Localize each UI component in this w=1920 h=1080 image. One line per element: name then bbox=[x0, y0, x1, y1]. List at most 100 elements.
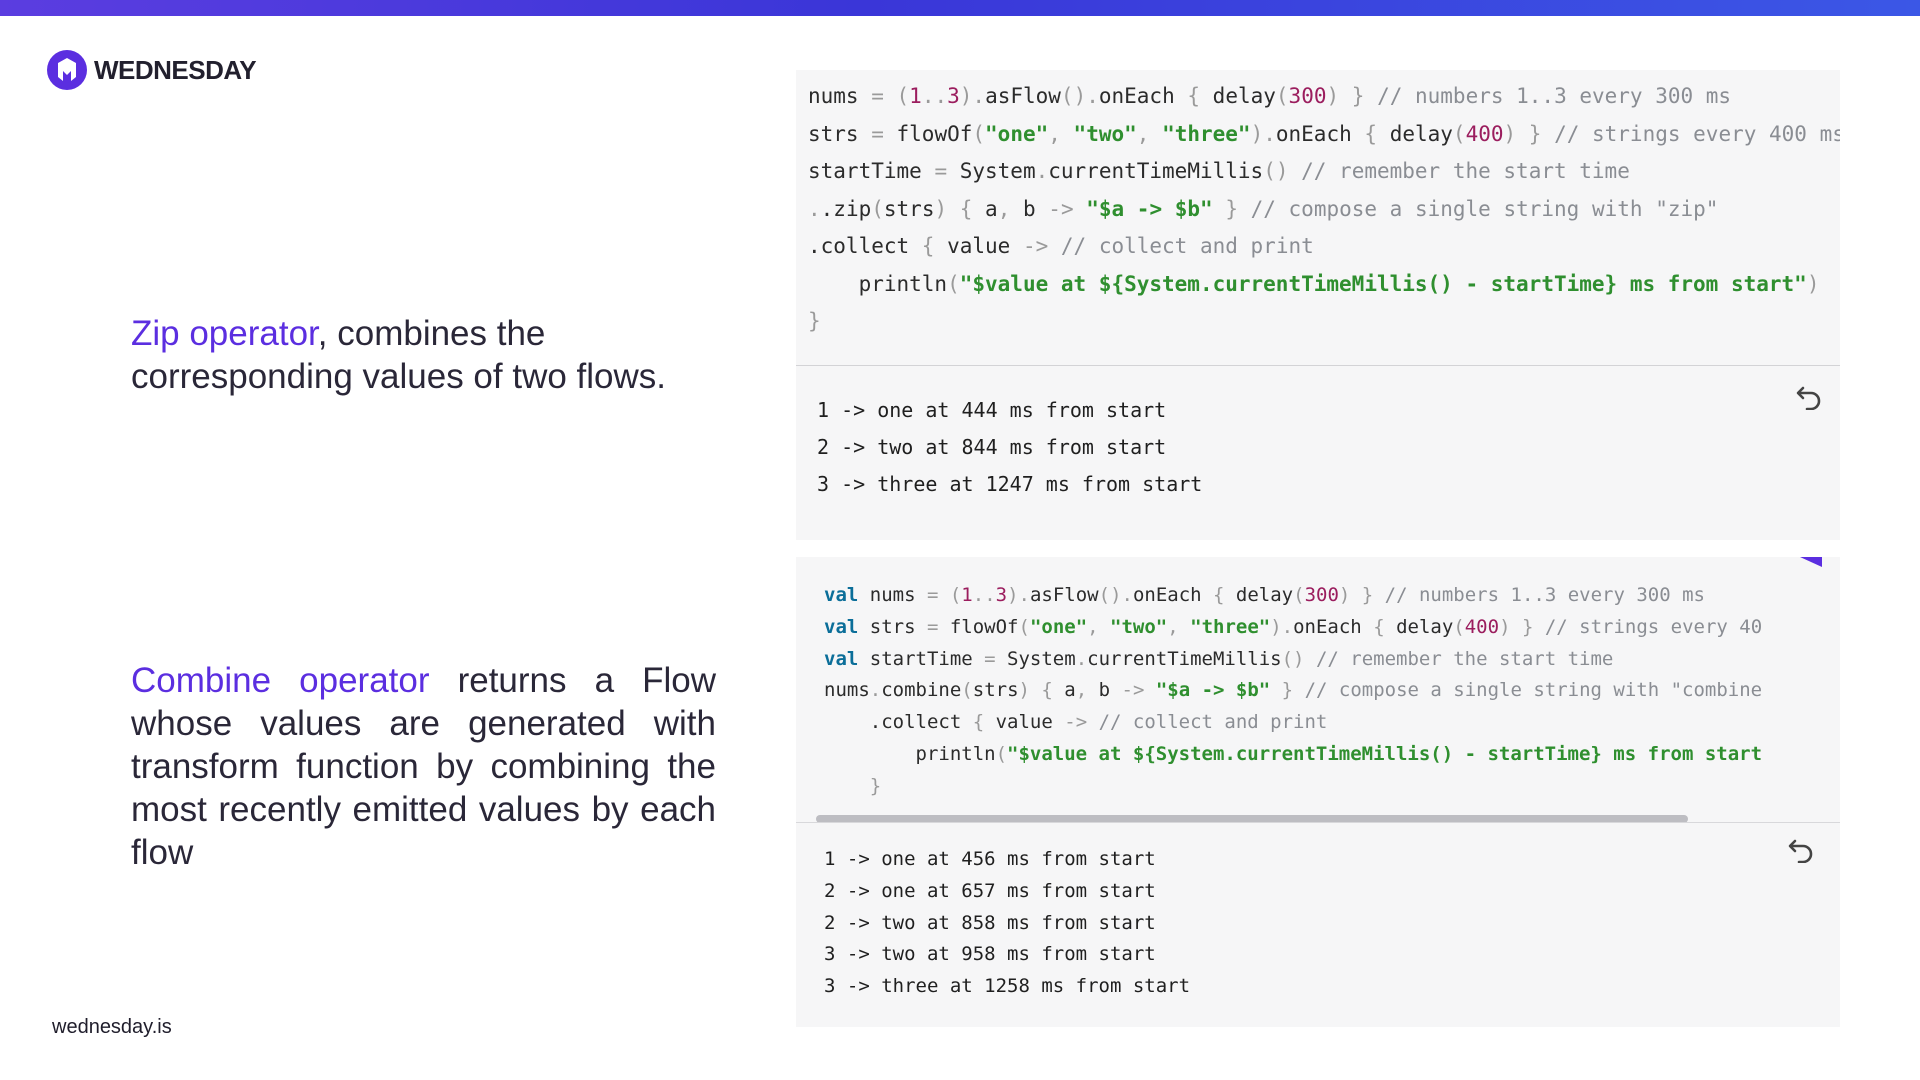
code-line: nums.combine(strs) { a, b -> "$a -> $b" … bbox=[824, 675, 1762, 707]
code-token: ( bbox=[972, 121, 986, 146]
code-token: "$a -> $b" bbox=[1155, 679, 1271, 702]
code-token: System bbox=[959, 159, 1036, 183]
code-token: . bbox=[1035, 159, 1049, 183]
code-token: = bbox=[915, 615, 950, 638]
code-token: ). bbox=[1250, 121, 1276, 146]
corner-flag-icon bbox=[1800, 557, 1822, 567]
code-token: a bbox=[1064, 679, 1076, 702]
code-token: // numbers 1..3 every 300 ms bbox=[1377, 84, 1732, 108]
code-token: ) } bbox=[1326, 84, 1378, 108]
code-line: ..zip(strs) { a, b -> "$a -> $b" } // co… bbox=[808, 191, 1840, 229]
code-token: -> bbox=[1052, 711, 1099, 734]
code-line: println("$value at ${System.currentTimeM… bbox=[824, 739, 1763, 771]
code-token: { bbox=[1373, 615, 1397, 638]
output-line: 2 -> two at 858 ms from start bbox=[824, 911, 1156, 934]
code-token: { bbox=[921, 234, 948, 258]
code-token: , bbox=[997, 196, 1023, 221]
code-token: "$value at ${System.currentTimeMillis() … bbox=[959, 271, 1807, 296]
code-token: = bbox=[972, 647, 1008, 670]
code-token: "$value at ${System.currentTimeMillis() … bbox=[1007, 742, 1763, 765]
code-token: "one" bbox=[1029, 615, 1088, 638]
code-token: "three" bbox=[1190, 615, 1271, 638]
code-token: { bbox=[1364, 121, 1390, 146]
code-token: onEach bbox=[1098, 84, 1188, 108]
code-token: ). bbox=[959, 84, 986, 108]
code-token: 400 bbox=[1464, 615, 1500, 638]
code-token: asFlow bbox=[1029, 584, 1099, 606]
zip-operator-highlight: Zip operator bbox=[131, 314, 318, 353]
code-token: // collect and print bbox=[1098, 711, 1328, 734]
code-token: flowOf bbox=[949, 615, 1019, 638]
code-token: asFlow bbox=[985, 84, 1061, 108]
code-token: println bbox=[824, 742, 996, 765]
code-token: -> bbox=[1035, 196, 1087, 221]
code-token: { bbox=[972, 711, 996, 734]
code-token: val bbox=[824, 615, 859, 638]
code-token: .. bbox=[972, 584, 996, 606]
combine-code-block[interactable]: val nums = (1..3).asFlow().onEach { dela… bbox=[824, 580, 1762, 803]
code-token: ) } bbox=[1503, 121, 1555, 146]
code-token: { bbox=[1213, 584, 1236, 606]
code-token: , bbox=[1087, 615, 1111, 638]
code-token: 1 bbox=[909, 84, 922, 108]
code-token: strs bbox=[858, 615, 916, 638]
code-token: onEach bbox=[1132, 584, 1214, 606]
code-token: (). bbox=[1060, 84, 1099, 108]
code-token: ). bbox=[1007, 584, 1030, 606]
code-token: 3 bbox=[995, 584, 1008, 606]
code-token: ( bbox=[995, 742, 1008, 765]
output-line: 1 -> one at 456 ms from start bbox=[824, 848, 1156, 870]
code-token: delay bbox=[1212, 84, 1276, 108]
code-token: "three" bbox=[1162, 121, 1251, 146]
output-line: 3 -> three at 1258 ms from start bbox=[824, 975, 1191, 998]
top-accent-bar bbox=[0, 0, 1920, 16]
code-token: // strings every 40 bbox=[1544, 615, 1763, 638]
code-token: .collect bbox=[808, 234, 922, 258]
code-token: 300 bbox=[1288, 84, 1327, 108]
combine-panel-divider bbox=[796, 822, 1840, 823]
code-token: ( bbox=[1453, 615, 1465, 638]
code-token: 400 bbox=[1465, 121, 1504, 146]
code-token: } bbox=[824, 774, 882, 797]
code-token: 3 bbox=[947, 84, 960, 108]
code-token: ( bbox=[871, 196, 884, 221]
combine-code-panel: val nums = (1..3).asFlow().onEach { dela… bbox=[796, 557, 1840, 1027]
code-token: // compose a single string with "combine bbox=[1304, 679, 1763, 702]
code-token: 300 bbox=[1304, 584, 1339, 606]
undo-icon[interactable] bbox=[1786, 833, 1816, 863]
code-token: , bbox=[1075, 679, 1099, 702]
code-token: ). bbox=[1270, 615, 1294, 638]
code-token: , bbox=[1167, 615, 1191, 638]
code-token: = ( bbox=[858, 84, 910, 108]
code-token: "$a -> $b" bbox=[1086, 196, 1213, 221]
code-token: b bbox=[1023, 196, 1036, 221]
code-token: ( bbox=[1293, 584, 1305, 606]
code-token: = bbox=[858, 121, 897, 146]
horizontal-scrollbar[interactable] bbox=[816, 815, 1688, 823]
code-token: // remember the start time bbox=[1315, 647, 1614, 670]
code-token: , bbox=[1136, 121, 1163, 146]
zip-code-block[interactable]: nums = (1..3).asFlow().onEach { delay(30… bbox=[808, 78, 1840, 341]
code-token: strs bbox=[808, 121, 859, 146]
code-token: = ( bbox=[915, 584, 962, 606]
output-line: 2 -> one at 657 ms from start bbox=[824, 879, 1156, 902]
code-line: .collect { value -> // collect and print bbox=[808, 228, 1840, 266]
code-line: val nums = (1..3).asFlow().onEach { dela… bbox=[824, 580, 1762, 612]
footer-url: wednesday.is bbox=[52, 1016, 172, 1038]
code-token: -> bbox=[1110, 679, 1156, 702]
code-token: // remember the start time bbox=[1301, 159, 1630, 183]
code-token: .. bbox=[921, 84, 948, 108]
code-token: () bbox=[1281, 647, 1316, 670]
undo-icon[interactable] bbox=[1794, 380, 1824, 410]
code-token: } bbox=[1212, 196, 1251, 221]
code-line: println("$value at ${System.currentTimeM… bbox=[808, 266, 1840, 304]
code-token: strs bbox=[972, 679, 1019, 702]
code-token: flowOf bbox=[896, 121, 973, 146]
code-token: ( bbox=[947, 271, 960, 296]
code-line: val startTime = System.currentTimeMillis… bbox=[824, 644, 1762, 676]
code-token: delay bbox=[1389, 121, 1453, 146]
code-token: ( bbox=[1018, 615, 1030, 638]
code-token: } bbox=[808, 309, 821, 333]
code-token: . bbox=[1075, 647, 1088, 670]
